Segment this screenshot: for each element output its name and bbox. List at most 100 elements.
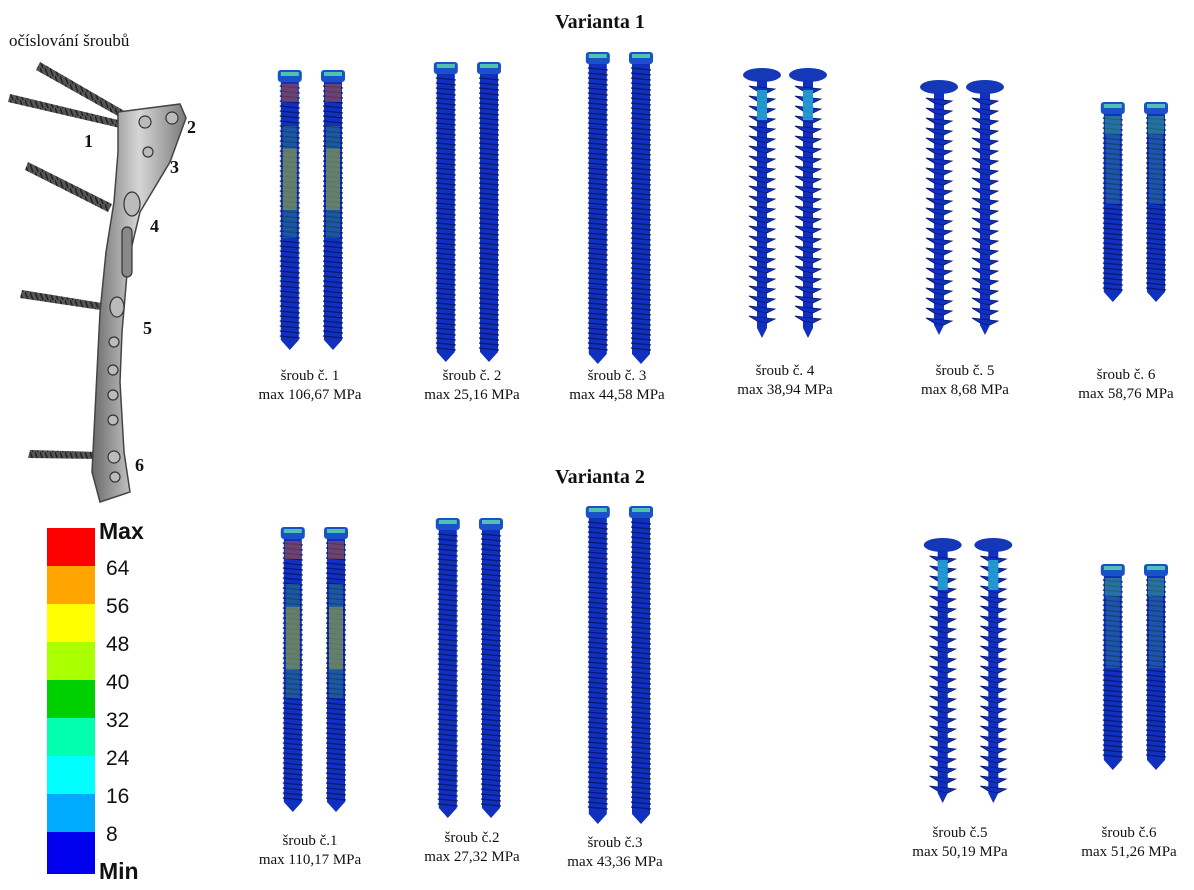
legend-tick: 8	[106, 823, 118, 846]
plate-number-3: 3	[170, 157, 179, 177]
screw-label: šroub č. 4	[755, 363, 815, 379]
screw-caption: šroub č.3 max 43,36 MPa	[535, 834, 695, 872]
legend-tick: 64	[106, 557, 130, 580]
screw-caption: šroub č. 1 max 106,67 MPa	[225, 367, 395, 405]
screw-label: šroub č.1	[282, 833, 338, 849]
screw-pair-v2-3	[585, 506, 653, 824]
plate-number-2: 2	[187, 117, 196, 137]
screw-pair-v2-2	[435, 518, 503, 818]
screw-model	[280, 527, 305, 812]
screw-max-stress: max 27,32 MPa	[424, 849, 520, 865]
plate-screw-5	[20, 290, 108, 311]
screw-max-stress: max 8,68 MPa	[921, 382, 1009, 398]
legend-cell-5	[47, 718, 95, 756]
legend-tick: 56	[106, 595, 130, 618]
screw-model	[479, 518, 503, 818]
screw-model	[1100, 102, 1125, 302]
screw-caption: šroub č.5 max 50,19 MPa	[880, 824, 1040, 862]
legend-tick: 16	[106, 785, 130, 808]
legend-tick: 24	[106, 747, 130, 770]
screw-model	[433, 62, 458, 362]
legend-cell-3	[47, 642, 95, 680]
screw-label: šroub č.2	[444, 830, 500, 846]
plate-screw-6	[28, 450, 100, 459]
legend-cell-7	[47, 794, 95, 832]
screw-model	[629, 506, 653, 824]
screw-model	[1144, 102, 1168, 302]
screw-label: šroub č. 6	[1096, 367, 1156, 383]
screw-pair-v1-5	[920, 80, 1004, 335]
screw-pair-v2-6	[1100, 564, 1168, 770]
screw-model	[321, 70, 345, 350]
screw-max-stress: max 44,58 MPa	[569, 387, 665, 403]
screw-max-stress: max 110,17 MPa	[258, 852, 362, 868]
legend-tick: 40	[106, 671, 130, 694]
screw-max-stress: max 51,26 MPa	[1081, 844, 1177, 860]
screw-model	[629, 52, 653, 364]
screw-model	[1144, 564, 1168, 770]
legend-cell-0	[47, 528, 95, 566]
screw-model	[923, 538, 962, 803]
screw-pair-v2-5	[923, 538, 1013, 803]
screw-model	[585, 506, 610, 824]
plate-number-1: 1	[84, 131, 93, 151]
screw-model	[324, 527, 348, 812]
legend-cell-1	[47, 566, 95, 604]
variant-2-title: Varianta 2	[555, 466, 645, 488]
plate-number-5: 5	[143, 318, 152, 338]
screw-label: šroub č. 2	[442, 368, 502, 384]
plate-holes	[107, 111, 179, 483]
screw-caption: šroub č.2 max 27,32 MPa	[392, 829, 552, 867]
screw-max-stress: max 38,94 MPa	[737, 382, 833, 398]
plate-screw-1	[8, 62, 135, 131]
screw-label: šroub č. 5	[935, 363, 995, 379]
screw-caption: šroub č.6 max 51,26 MPa	[1064, 824, 1194, 862]
screw-caption: šroub č. 5 max 8,68 MPa	[885, 362, 1045, 400]
screw-max-stress: max 106,67 MPa	[258, 387, 362, 403]
screw-label: šroub č. 1	[280, 368, 340, 384]
screw-caption: šroub č. 6 max 58,76 MPa	[1058, 366, 1194, 404]
screw-caption: šroub č.1 max 110,17 MPa	[225, 832, 395, 870]
legend-tick: 32	[106, 709, 130, 732]
screw-label: šroub č. 3	[587, 368, 647, 384]
legend-max-label: Max	[99, 518, 144, 544]
screw-max-stress: max 43,36 MPa	[567, 854, 663, 870]
bone-plate	[91, 103, 187, 503]
screw-model	[435, 518, 460, 818]
screw-pair-v1-6	[1100, 102, 1168, 302]
screw-pair-v1-3	[585, 52, 653, 364]
screw-model	[585, 52, 610, 364]
screw-label: šroub č.5	[932, 825, 988, 841]
screw-label: šroub č.6	[1101, 825, 1157, 841]
legend-min-label: Min	[99, 858, 139, 884]
screw-model	[974, 538, 1013, 803]
screw-caption: šroub č. 4 max 38,94 MPa	[705, 362, 865, 400]
screw-model	[789, 68, 827, 338]
screw-model	[743, 68, 781, 338]
screw-caption: šroub č. 3 max 44,58 MPa	[537, 367, 697, 405]
screw-model	[966, 80, 1004, 335]
screw-max-stress: max 25,16 MPa	[424, 387, 520, 403]
plate-number-6: 6	[135, 455, 144, 475]
screw-pair-v2-1	[280, 527, 348, 812]
legend-cell-8	[47, 832, 95, 874]
screw-model	[920, 80, 958, 335]
screw-model	[477, 62, 501, 362]
screw-model	[277, 70, 302, 350]
screw-model	[1100, 564, 1125, 770]
screw-caption: šroub č. 2 max 25,16 MPa	[392, 367, 552, 405]
screw-label: šroub č.3	[587, 835, 643, 851]
legend-cell-4	[47, 680, 95, 718]
legend-tick: 48	[106, 633, 130, 656]
numbering-title: očíslování šroubů	[9, 31, 130, 50]
bone-plate-illustration	[8, 62, 187, 503]
plate-number-4: 4	[150, 216, 159, 236]
screw-pair-v1-2	[433, 62, 501, 362]
legend-cell-2	[47, 604, 95, 642]
variant-1-title: Varianta 1	[555, 11, 645, 33]
screw-max-stress: max 58,76 MPa	[1078, 386, 1174, 402]
plate-screw-3	[25, 162, 112, 212]
screw-pair-v1-1	[277, 70, 345, 350]
legend-cell-6	[47, 756, 95, 794]
screw-max-stress: max 50,19 MPa	[912, 844, 1008, 860]
